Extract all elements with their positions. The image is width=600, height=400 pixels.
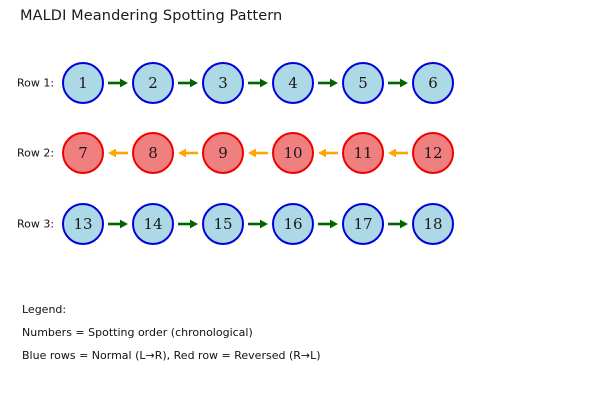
arrow-right-icon (388, 76, 408, 90)
arrow-right-icon (108, 76, 128, 90)
page-title: MALDI Meandering Spotting Pattern (20, 8, 283, 24)
spot-node[interactable]: 9 (202, 132, 244, 174)
spot-node[interactable]: 3 (202, 62, 244, 104)
spot-node[interactable]: 4 (272, 62, 314, 104)
legend-line-numbers: Numbers = Spotting order (chronological) (22, 326, 253, 339)
arrow-right-icon (248, 76, 268, 90)
arrow-left-icon (318, 146, 338, 160)
spot-node[interactable]: 14 (132, 203, 174, 245)
row-label: Row 1: (17, 76, 55, 90)
arrow-right-icon (318, 217, 338, 231)
diagram-row-3: Row 3: 13 14 15 16 17 18 (0, 200, 600, 248)
spot-node[interactable]: 12 (412, 132, 454, 174)
arrow-right-icon (178, 217, 198, 231)
arrow-right-icon (178, 76, 198, 90)
spot-node[interactable]: 6 (412, 62, 454, 104)
spot-node[interactable]: 7 (62, 132, 104, 174)
legend-heading: Legend: (22, 303, 67, 316)
spot-node[interactable]: 1 (62, 62, 104, 104)
spot-node[interactable]: 10 (272, 132, 314, 174)
arrow-left-icon (108, 146, 128, 160)
spot-node[interactable]: 5 (342, 62, 384, 104)
spot-node[interactable]: 11 (342, 132, 384, 174)
arrow-right-icon (388, 217, 408, 231)
arrow-right-icon (318, 76, 338, 90)
spot-node[interactable]: 15 (202, 203, 244, 245)
arrow-left-icon (248, 146, 268, 160)
arrow-left-icon (388, 146, 408, 160)
spot-node[interactable]: 8 (132, 132, 174, 174)
spot-node[interactable]: 2 (132, 62, 174, 104)
spot-node[interactable]: 18 (412, 203, 454, 245)
arrow-right-icon (108, 217, 128, 231)
spot-node[interactable]: 17 (342, 203, 384, 245)
legend-line-directions: Blue rows = Normal (L→R), Red row = Reve… (22, 349, 321, 362)
arrow-right-icon (248, 217, 268, 231)
arrow-left-icon (178, 146, 198, 160)
row-label: Row 3: (17, 217, 55, 231)
spot-node[interactable]: 16 (272, 203, 314, 245)
spot-node[interactable]: 13 (62, 203, 104, 245)
row-label: Row 2: (17, 146, 55, 160)
